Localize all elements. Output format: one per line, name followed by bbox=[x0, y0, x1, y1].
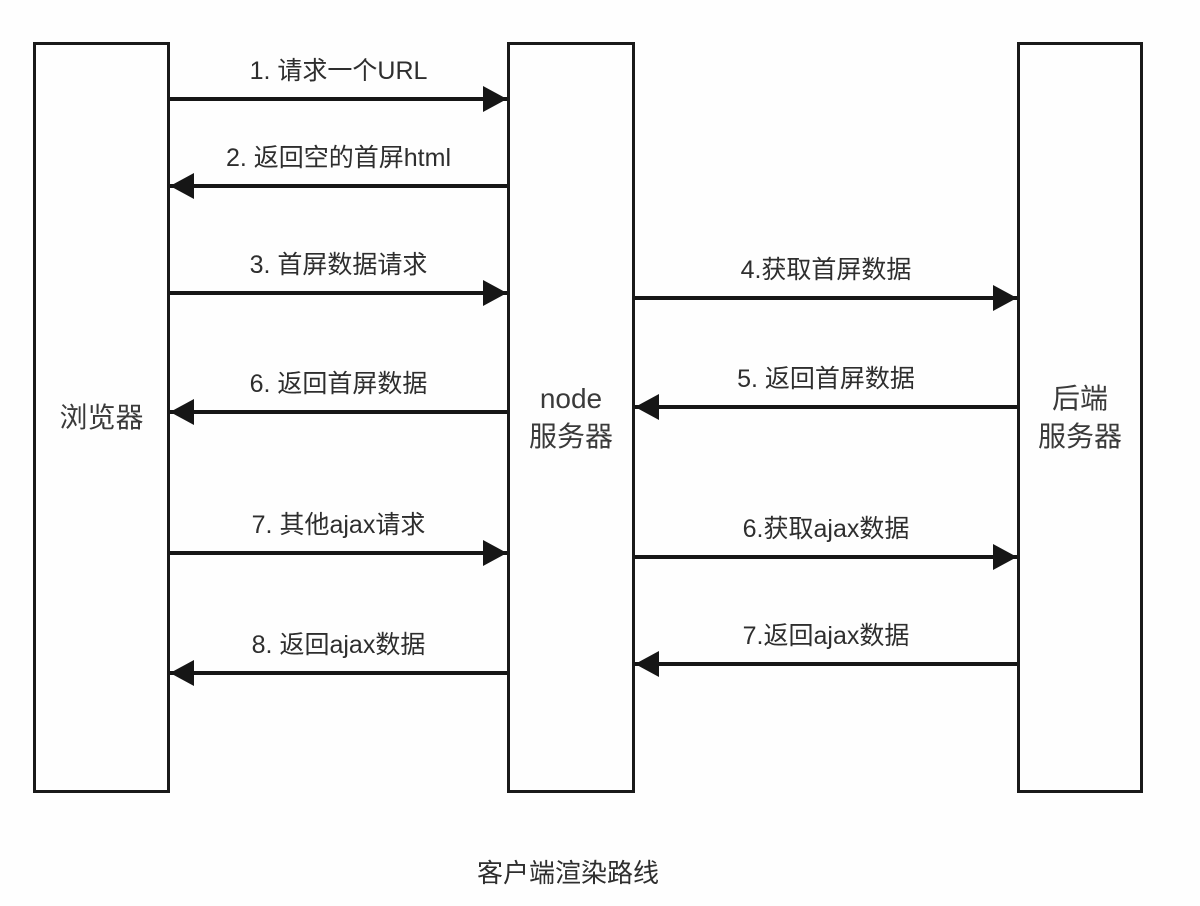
message-5-return-first-screen-data: 5. 返回首屏数据 bbox=[635, 361, 1017, 420]
arrow-left-icon bbox=[170, 660, 507, 686]
backend-server-box-label-line1: 后端 bbox=[1051, 382, 1108, 414]
backend-server-box: 后端 服务器 bbox=[1017, 42, 1143, 793]
message-1-request-url: 1. 请求一个URL bbox=[170, 53, 507, 112]
message-8-return-ajax-data: 8. 返回ajax数据 bbox=[170, 627, 507, 686]
message-label: 2. 返回空的首屏html bbox=[225, 144, 452, 172]
browser-box: 浏览器 bbox=[33, 42, 170, 793]
message-7-other-ajax-request: 7. 其他ajax请求 bbox=[170, 507, 507, 566]
node-server-box: node 服务器 bbox=[507, 42, 635, 793]
arrow-left-icon bbox=[170, 399, 507, 425]
message-label: 7. 其他ajax请求 bbox=[251, 511, 426, 539]
node-server-box-label-line2: 服务器 bbox=[528, 420, 613, 452]
message-label: 6.获取ajax数据 bbox=[742, 515, 910, 543]
message-label: 6. 返回首屏数据 bbox=[249, 370, 428, 398]
message-label: 3. 首屏数据请求 bbox=[249, 251, 428, 279]
message-3-first-screen-data-request: 3. 首屏数据请求 bbox=[170, 247, 507, 306]
message-label: 8. 返回ajax数据 bbox=[251, 631, 426, 659]
backend-server-box-label-line2: 服务器 bbox=[1037, 420, 1122, 452]
message-6-fetch-ajax-data: 6.获取ajax数据 bbox=[635, 511, 1017, 570]
arrow-right-icon bbox=[170, 540, 507, 566]
message-label: 1. 请求一个URL bbox=[249, 57, 428, 85]
node-server-box-label-line1: node bbox=[539, 382, 603, 414]
message-4-fetch-first-screen-data: 4.获取首屏数据 bbox=[635, 252, 1017, 311]
arrow-right-icon bbox=[635, 544, 1017, 570]
message-7-return-ajax-data: 7.返回ajax数据 bbox=[635, 618, 1017, 677]
message-label: 7.返回ajax数据 bbox=[742, 622, 910, 650]
message-6-return-first-screen-data: 6. 返回首屏数据 bbox=[170, 366, 507, 425]
diagram-caption: 客户端渲染路线 bbox=[476, 858, 659, 888]
arrow-left-icon bbox=[635, 394, 1017, 420]
arrow-right-icon bbox=[635, 285, 1017, 311]
arrow-left-icon bbox=[170, 173, 507, 199]
message-label: 4.获取首屏数据 bbox=[740, 256, 912, 284]
arrow-right-icon bbox=[170, 86, 507, 112]
browser-box-label: 浏览器 bbox=[59, 401, 144, 433]
arrow-right-icon bbox=[170, 280, 507, 306]
message-label: 5. 返回首屏数据 bbox=[737, 365, 915, 393]
message-2-return-empty-html: 2. 返回空的首屏html bbox=[170, 140, 507, 199]
arrow-left-icon bbox=[635, 651, 1017, 677]
